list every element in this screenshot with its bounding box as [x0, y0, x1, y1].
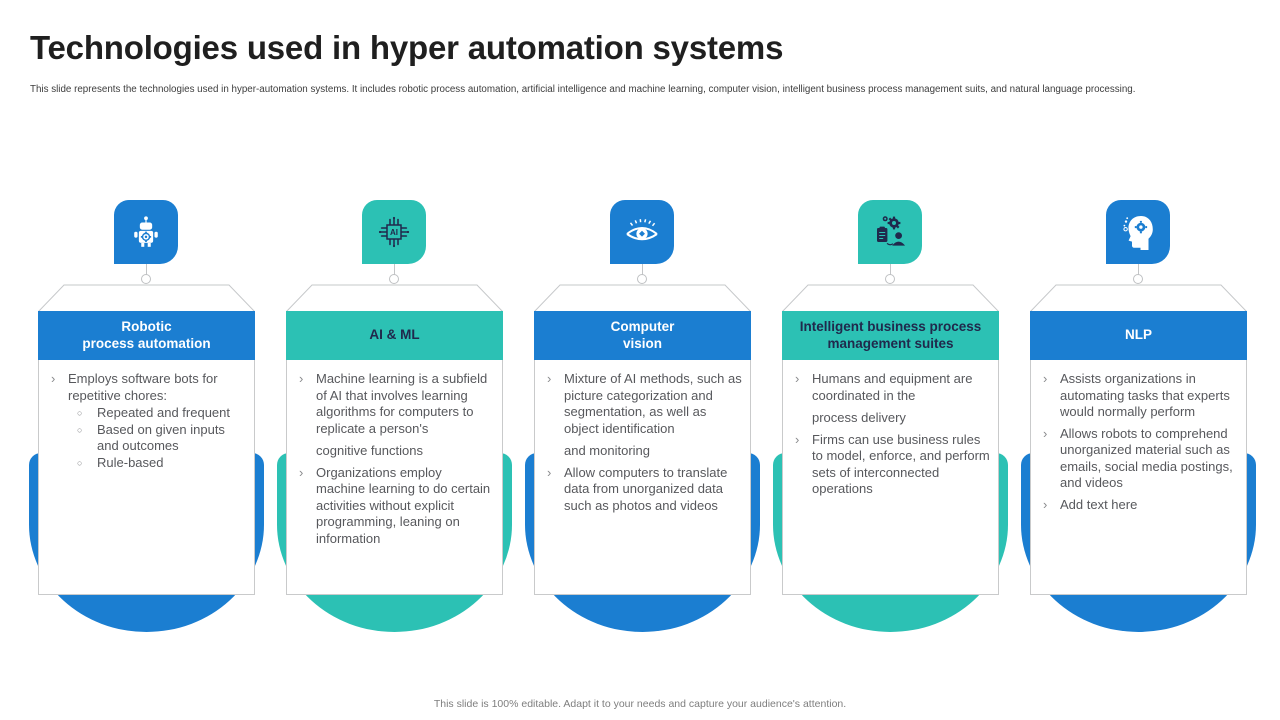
- connector-trapezoid: [534, 284, 751, 312]
- bullet-text: Mixture of AI methods, such as picture c…: [564, 371, 742, 436]
- bullet-marker: ›: [1043, 371, 1048, 386]
- tech-column-intelligent-business-process-management-suites: Intelligent business process management …: [773, 200, 1008, 645]
- bullet-text: Humans and equipment are coordinated in …: [812, 371, 973, 403]
- nlp-head-icon: [1123, 216, 1153, 250]
- connector-stem: [1138, 264, 1139, 275]
- eye-icon: [626, 219, 658, 241]
- bullet-item: › Add text here: [1040, 497, 1240, 514]
- icon-tile: [114, 200, 178, 264]
- icon-tile: [1106, 200, 1170, 264]
- tech-card: Computer vision › Mixture of AI methods, …: [534, 311, 751, 595]
- bullet-text: cognitive functions: [316, 443, 423, 458]
- slide-description: This slide represents the technologies u…: [30, 84, 1136, 95]
- tech-column-computer-vision: Computer vision › Mixture of AI methods, …: [525, 200, 760, 645]
- bullet-marker: ›: [51, 371, 56, 386]
- robot-icon: [134, 216, 158, 247]
- connector-ring: [389, 274, 399, 284]
- bullet-marker: ›: [795, 371, 800, 386]
- icon-tile: [610, 200, 674, 264]
- bullet-text: Organizations employ machine learning to…: [316, 464, 491, 546]
- tech-card: AI & ML › Machine learning is a subfield …: [286, 311, 503, 595]
- connector-stem: [642, 264, 643, 275]
- sub-bullet-item: ○ Rule-based: [68, 455, 246, 472]
- card-title: NLP: [1030, 311, 1247, 360]
- process-management-icon: [877, 216, 905, 246]
- bullet-text: Machine learning is a subfield of AI tha…: [316, 371, 488, 436]
- bullet-text: Add text here: [1060, 496, 1138, 512]
- bullet-marker: ›: [547, 464, 552, 480]
- connector-ring: [885, 274, 895, 284]
- bullet-text: Allows robots to comprehend unorganized …: [1060, 425, 1233, 491]
- connector-stem: [890, 264, 891, 275]
- bullet-item: › Employs software bots for repetitive ch…: [48, 371, 248, 471]
- bullet-text: Firms can use business rules to model, e…: [812, 431, 990, 497]
- bullet-item: › Firms can use business rules to model, …: [792, 432, 992, 498]
- sub-bullet-text: Repeated and frequent: [97, 405, 230, 420]
- card-title: Intelligent business process management …: [782, 311, 999, 360]
- sub-bullet-item: ○ Based on given inputs and outcomes: [68, 422, 246, 455]
- connector-ring: [1133, 274, 1143, 284]
- sub-bullet-marker: ○: [77, 424, 83, 435]
- bullet-marker: ›: [1043, 496, 1048, 512]
- bullet-text: Assists organizations in automating task…: [1060, 371, 1230, 419]
- card-body: › Machine learning is a subfield of AI th…: [287, 360, 502, 594]
- icon-tile: [858, 200, 922, 264]
- bullet-item: › Assists organizations in automating tas…: [1040, 371, 1240, 421]
- bullet-item: › Allow computers to translate data from …: [544, 465, 744, 515]
- connector-trapezoid: [782, 284, 999, 312]
- connector-trapezoid: [286, 284, 503, 312]
- sub-bullet-text: Rule-based: [97, 454, 164, 470]
- footer-note: This slide is 100% editable. Adapt it to…: [433, 698, 847, 710]
- card-body: › Assists organizations in automating tas…: [1031, 360, 1246, 594]
- icon-tile: AI: [362, 200, 426, 264]
- bullet-text: Employs software bots for repetitive cho…: [68, 371, 218, 403]
- bullet-text: process delivery: [812, 410, 906, 425]
- sub-bullet-item: ○ Repeated and frequent: [68, 405, 246, 422]
- card-title: Computer vision: [534, 311, 751, 360]
- sub-bullet-marker: ○: [77, 457, 83, 468]
- sub-bullet-marker: ○: [77, 408, 83, 418]
- tech-column-nlp: NLP › Assists organizations in automating…: [1021, 200, 1256, 645]
- connector-stem: [146, 264, 147, 275]
- bullet-text: and monitoring: [564, 443, 650, 458]
- connector-stem: [394, 264, 395, 275]
- bullet-item: › Allows robots to comprehend unorganized…: [1040, 426, 1240, 492]
- card-title: Robotic process automation: [38, 311, 255, 360]
- bullet-item: › Mixture of AI methods, such as picture …: [544, 371, 744, 460]
- tech-column-ai-ml: AI AI & ML › Machine learning is a subfie…: [277, 200, 512, 645]
- card-body: › Mixture of AI methods, such as picture …: [535, 360, 750, 594]
- connector-trapezoid: [1030, 284, 1247, 312]
- bullet-text: Allow computers to translate data from u…: [564, 464, 728, 513]
- connector-ring: [637, 274, 647, 284]
- card-title: AI & ML: [286, 311, 503, 360]
- tech-card: NLP › Assists organizations in automating…: [1030, 311, 1247, 595]
- svg-text:AI: AI: [390, 228, 398, 237]
- tech-column-robotic-process-automation: Robotic process automation › Employs soft…: [29, 200, 264, 645]
- card-body: › Employs software bots for repetitive ch…: [39, 360, 254, 594]
- card-body: › Humans and equipment are coordinated in…: [783, 360, 998, 594]
- ai-chip-icon: AI: [378, 216, 410, 248]
- connector-ring: [141, 274, 151, 284]
- bullet-marker: ›: [1043, 425, 1048, 441]
- bullet-marker: ›: [299, 371, 304, 386]
- page-title: Technologies used in hyper automation sy…: [30, 29, 784, 66]
- bullet-item: › Humans and equipment are coordinated in…: [792, 371, 992, 427]
- bullet-item: › Machine learning is a subfield of AI th…: [296, 371, 496, 460]
- bullet-marker: ›: [299, 464, 304, 480]
- connector-trapezoid: [38, 284, 255, 312]
- tech-card: Robotic process automation › Employs soft…: [38, 311, 255, 595]
- bullet-item: › Organizations employ machine learning t…: [296, 465, 496, 548]
- sub-bullet-text: Based on given inputs and outcomes: [97, 421, 225, 454]
- bullet-marker: ›: [795, 431, 800, 447]
- tech-card: Intelligent business process management …: [782, 311, 999, 595]
- bullet-marker: ›: [547, 371, 552, 386]
